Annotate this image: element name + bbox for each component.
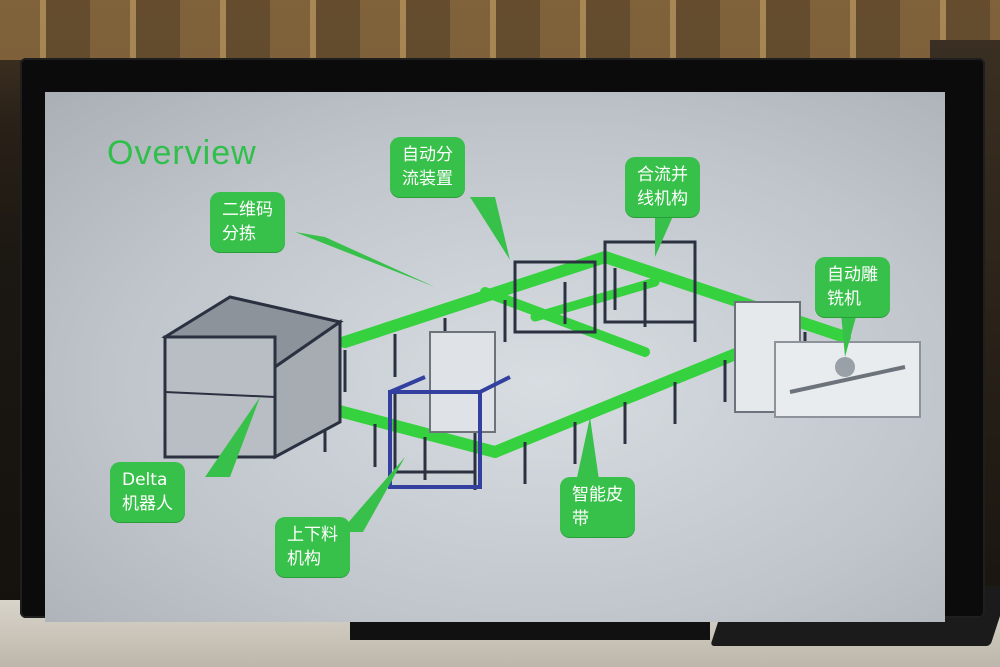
slide-title: Overview: [107, 134, 257, 172]
callout-auto-diverter: 自动分 流装置: [390, 137, 465, 197]
callout-smart-belt: 智能皮 带: [560, 477, 635, 537]
callout-auto-engraver: 自动雕 铣机: [815, 257, 890, 317]
production-line-diagram: [161, 197, 921, 532]
loader-gantry: [388, 375, 511, 489]
callout-qr-sorting: 二维码 分拣: [210, 192, 285, 252]
conveyor-frames: [323, 240, 807, 490]
callout-loading-mechanism: 上下料 机构: [275, 517, 350, 577]
callout-merge-mechanism: 合流并 线机构: [625, 157, 700, 217]
presentation-slide: Overview: [45, 92, 945, 622]
background-wall: [0, 0, 1000, 60]
callout-pointers: [205, 197, 860, 532]
callout-delta-robot: Delta 机器人: [110, 462, 185, 522]
control-cabinets: [429, 301, 801, 433]
delta-robot-cell: [161, 295, 344, 460]
engraving-machine: [774, 341, 921, 418]
